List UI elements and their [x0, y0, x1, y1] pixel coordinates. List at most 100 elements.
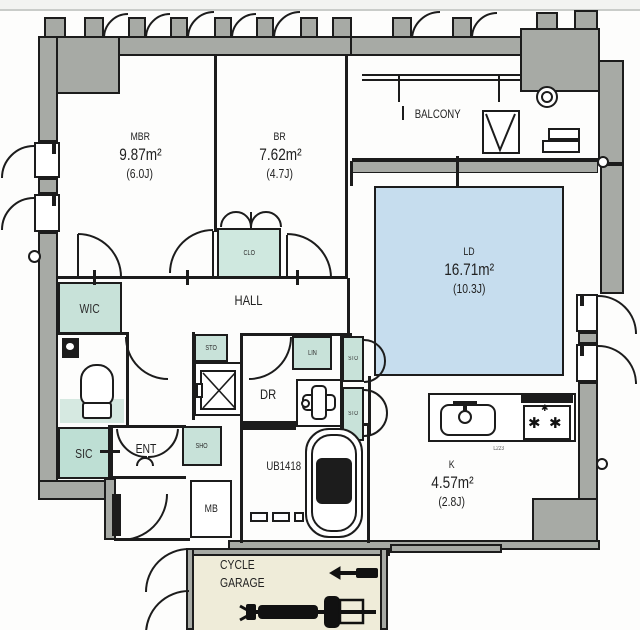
partition-ub-right [367, 423, 370, 543]
wall-tick [100, 450, 120, 453]
counter-dim-text: L223 [493, 446, 505, 452]
ld-name: LD [463, 246, 475, 258]
bifold-arc [220, 211, 252, 228]
burner-icon: ✱ [549, 414, 562, 432]
k-label: K 4.57m² (2.8J) [382, 455, 522, 511]
wall-tooth [256, 17, 274, 38]
mbr-name: MBR [130, 131, 150, 143]
partition-ld-left-top [350, 161, 353, 186]
balcony-rail-1 [362, 74, 520, 76]
door-arc [77, 233, 122, 278]
counter-dim-label: L223 [484, 437, 514, 455]
wall-balcony-sill [352, 161, 598, 173]
wall-left-lower [38, 232, 58, 482]
partition-ent-bottom [108, 476, 186, 479]
door-stop-dome [136, 457, 154, 467]
washer-tab [196, 383, 203, 398]
k-tatami: (2.8J) [438, 493, 466, 509]
window-arc [411, 10, 441, 39]
hall-label: HALL [214, 292, 284, 310]
ub-label: UB1418 [246, 457, 322, 475]
wall-tooth [84, 17, 104, 38]
partition-k-left [368, 376, 371, 436]
wall-tooth [170, 17, 188, 38]
balcony-step-1 [548, 128, 580, 140]
meter-box: MB [190, 480, 232, 538]
wall-tooth [214, 17, 232, 38]
partition-washer-left [192, 332, 195, 420]
balcony-rail-post [498, 74, 500, 102]
window-arc [187, 11, 215, 39]
window-left-2 [34, 194, 60, 232]
balcony-rail-2 [362, 79, 520, 81]
wall-tooth [392, 17, 412, 38]
br-name: BR [273, 131, 287, 143]
mbr-area: 9.87m² [118, 144, 162, 164]
partition-mbr-br [214, 56, 217, 232]
closet-wic: WIC [58, 282, 122, 334]
window-arc [273, 11, 301, 39]
dr-text: DR [259, 386, 277, 402]
window-sash [580, 296, 584, 306]
mb-label: MB [204, 503, 218, 515]
closet-sic: SIC [58, 427, 110, 479]
wall-tick [296, 270, 299, 285]
sto-hall-label: STO [205, 344, 217, 352]
partition-br-right [345, 56, 348, 279]
scan-line [0, 9, 640, 11]
window-sash [580, 346, 584, 356]
br-area: 7.62m² [258, 144, 302, 164]
burner-icon: ✱ [541, 404, 549, 414]
partition-ub-left [240, 423, 243, 543]
wall-garage-right [380, 548, 388, 630]
ent-text: ENT [135, 441, 157, 456]
closet-sho: SHO [182, 426, 222, 466]
faucet-bar [453, 401, 477, 406]
scan-strip [0, 0, 640, 9]
window-arc [145, 13, 171, 39]
bath-door-bar [242, 421, 296, 430]
wall-corner-block-topright [520, 28, 600, 92]
br-tatami: (4.7J) [266, 165, 294, 181]
wall-left-upper [38, 36, 58, 142]
exterior-dot-right-bottom [596, 458, 608, 470]
closet-lin: LIN [292, 336, 332, 370]
window-left-1 [34, 142, 60, 178]
garage-line1: CYCLE [220, 557, 255, 572]
balcony-step-2 [542, 140, 580, 153]
faucet-dial [458, 410, 472, 424]
door-arc [169, 229, 214, 274]
wall-garage-left [186, 548, 194, 630]
wall-right-mid [600, 164, 624, 294]
entry-door-leaf [112, 494, 121, 536]
wall-garage-top [186, 548, 390, 556]
bathtub-seat [316, 458, 352, 504]
wall-tooth [574, 10, 598, 30]
vanity-drain [301, 399, 310, 408]
window-sash [52, 196, 56, 206]
closet-sto-ld-upper: STO [342, 336, 364, 382]
balcony-bottom-line [352, 158, 598, 161]
vanity-cross-v [311, 385, 327, 420]
window-arc [597, 345, 637, 385]
door-arc [145, 590, 190, 630]
sto-ld-upper-label: STO [348, 356, 358, 362]
wall-tick [93, 270, 96, 285]
wall-tooth [332, 17, 352, 38]
balcony-label-tick [402, 106, 404, 120]
lin-label: LIN [307, 349, 317, 357]
partition-toilet-right [126, 332, 129, 425]
wall-tooth [536, 12, 558, 30]
garage-line2: GARAGE [220, 574, 265, 590]
wall-right-upper [598, 60, 624, 164]
balcony-rail-post [398, 74, 400, 102]
ld-tatami: (10.3J) [452, 280, 486, 296]
door-arc [286, 233, 332, 279]
burner-icon: ✱ [528, 414, 541, 432]
sho-label: SHO [195, 442, 209, 450]
exterior-dot-left [28, 250, 41, 263]
door-arc [125, 336, 169, 380]
window-arc [103, 13, 129, 39]
bath-step [250, 512, 268, 522]
bath-step [294, 512, 304, 522]
